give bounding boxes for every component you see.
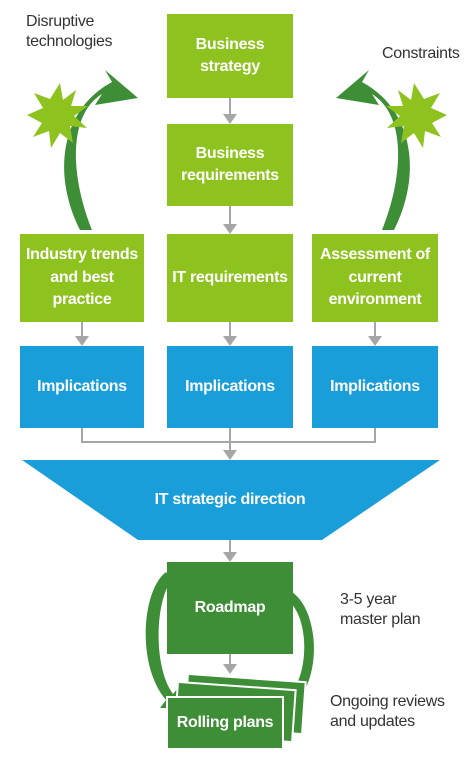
- connector-arrowheads: [75, 114, 382, 674]
- it-requirements-box: IT requirements: [167, 234, 293, 322]
- it-direction-label: IT strategic direction: [154, 490, 306, 508]
- constraints-label: Constraints: [382, 45, 460, 62]
- implications-center-box: Implications: [167, 346, 293, 428]
- business-strategy-box: Business strategy: [167, 14, 293, 98]
- disruptive-burst-icon: [27, 83, 88, 148]
- constraints-curve-arrow: [336, 70, 410, 230]
- constraints-burst-icon: [386, 83, 447, 148]
- cycle-arrow-left: [145, 572, 184, 708]
- disruptive-technologies-label: Disruptive technologies: [26, 13, 113, 50]
- ongoing-reviews-label: Ongoing reviews and updates: [330, 693, 445, 730]
- implications-left-box: Implications: [20, 346, 144, 428]
- master-plan-label: 3-5 year master plan: [340, 591, 421, 628]
- industry-trends-box: Industry trends and best practice: [20, 234, 144, 322]
- rolling-plans-box: Rolling plans: [166, 696, 284, 750]
- roadmap-box: Roadmap: [167, 562, 293, 654]
- business-requirements-box: Business requirements: [167, 124, 293, 206]
- cycle-arrow-right: [282, 592, 314, 708]
- connectors: [81, 98, 376, 666]
- implications-right-box: Implications: [312, 346, 438, 428]
- it-direction-funnel: [22, 460, 440, 540]
- assessment-box: Assessment of current environment: [312, 234, 438, 322]
- disruptive-curve-arrow: [64, 70, 138, 230]
